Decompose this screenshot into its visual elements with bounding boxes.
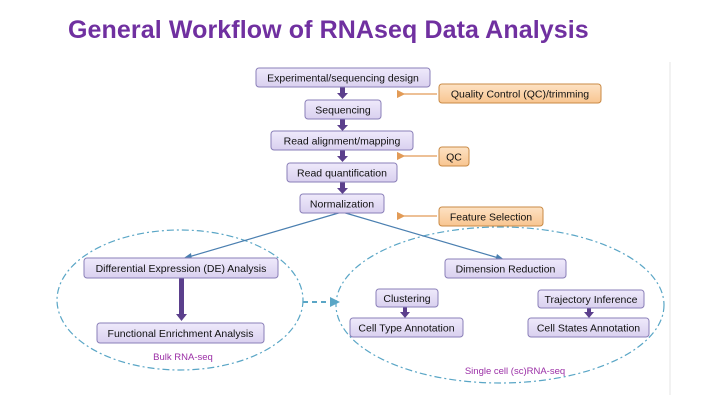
step-alignment-label: Read alignment/mapping — [284, 136, 401, 148]
step-quantification: Read quantification — [286, 162, 398, 183]
step-de-analysis: Differential Expression (DE) Analysis — [83, 257, 279, 279]
step-quantification-label: Read quantification — [297, 168, 387, 180]
note-qc: QC — [438, 146, 470, 167]
down-arrow-bulk — [176, 278, 187, 321]
down-arrow-3 — [337, 150, 348, 162]
step-normalization-label: Normalization — [310, 199, 374, 211]
single-cell-group-ellipse — [335, 226, 665, 384]
single-cell-group-label: Single cell (sc)RNA-seq — [465, 366, 565, 377]
step-normalization: Normalization — [299, 193, 385, 214]
step-cell-states-label: Cell States Annotation — [537, 323, 640, 335]
down-arrow-1 — [337, 87, 348, 99]
step-trajectory-label: Trajectory Inference — [545, 294, 638, 306]
down-arrow-2 — [337, 119, 348, 131]
note-feature-selection-label: Feature Selection — [450, 212, 532, 224]
branch-line-bulk — [184, 211, 343, 259]
bulk-group-label: Bulk RNA-seq — [153, 352, 213, 363]
branch-line-single-cell — [341, 211, 503, 260]
group-link-arrowhead — [330, 297, 340, 307]
bulk-group-ellipse — [56, 229, 304, 371]
step-de-analysis-label: Differential Expression (DE) Analysis — [96, 263, 267, 275]
step-sequencing: Sequencing — [304, 99, 382, 120]
step-enrichment-label: Functional Enrichment Analysis — [108, 328, 254, 340]
note-feature-selection: Feature Selection — [438, 206, 544, 227]
note-qc-label: QC — [446, 152, 462, 164]
step-cell-states: Cell States Annotation — [527, 317, 650, 338]
step-design: Experimental/sequencing design — [255, 67, 431, 88]
step-dim-reduction-label: Dimension Reduction — [456, 264, 556, 276]
step-clustering: Clustering — [375, 288, 439, 308]
step-enrichment: Functional Enrichment Analysis — [96, 322, 265, 344]
down-arrow-clustering — [400, 307, 410, 318]
step-cell-type: Cell Type Annotation — [349, 317, 464, 338]
page-title: General Workflow of RNAseq Data Analysis — [68, 16, 589, 44]
note-qc-trimming-label: Quality Control (QC)/trimming — [451, 89, 589, 101]
step-alignment: Read alignment/mapping — [270, 130, 414, 151]
down-arrow-trajectory — [584, 307, 594, 318]
step-clustering-label: Clustering — [383, 293, 430, 305]
step-dim-reduction: Dimension Reduction — [444, 258, 567, 279]
down-arrow-4 — [337, 182, 348, 194]
step-cell-type-label: Cell Type Annotation — [358, 323, 454, 335]
step-design-label: Experimental/sequencing design — [267, 73, 419, 85]
step-trajectory: Trajectory Inference — [537, 289, 645, 309]
step-sequencing-label: Sequencing — [315, 105, 371, 117]
note-qc-trimming: Quality Control (QC)/trimming — [438, 83, 602, 104]
